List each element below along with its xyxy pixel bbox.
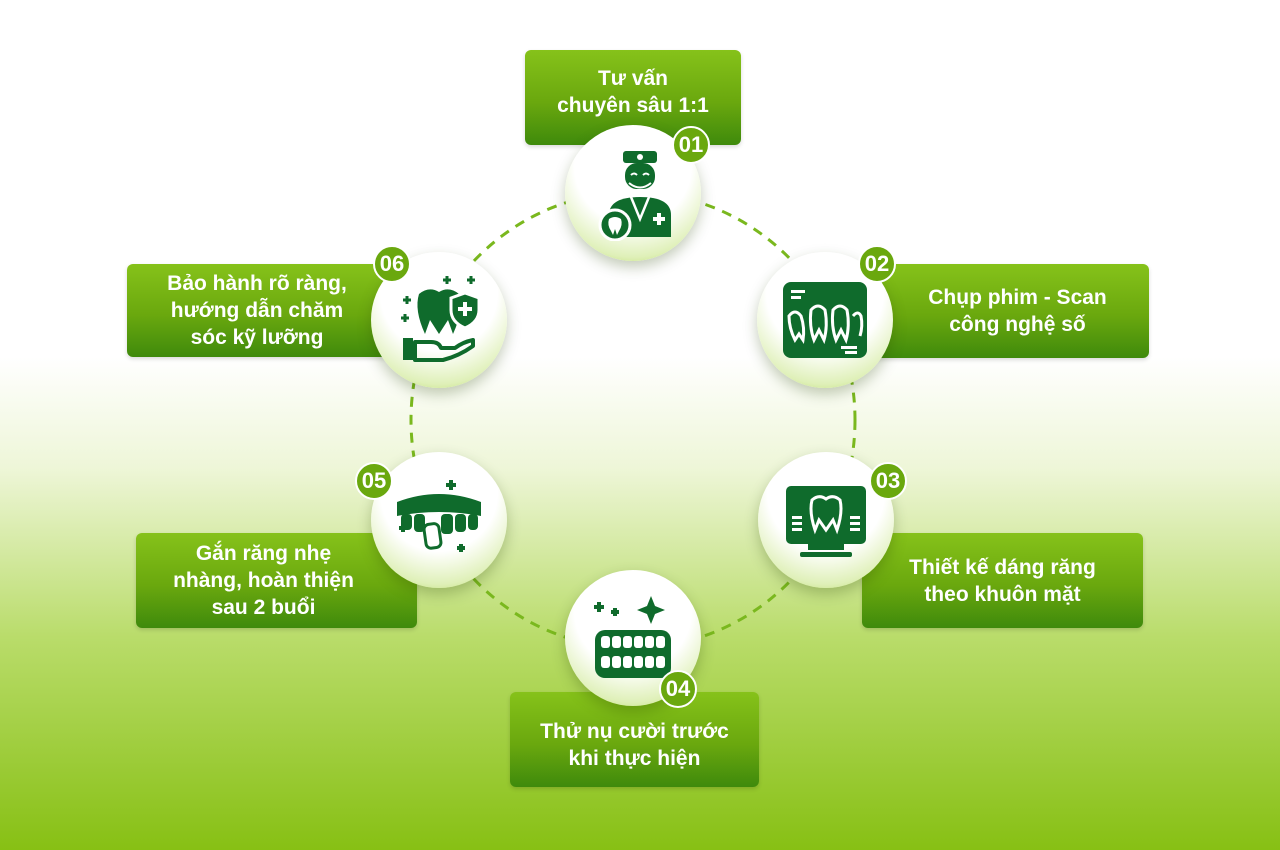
tooth-monitor-icon <box>786 486 866 557</box>
step-5-node <box>371 452 507 588</box>
step-6-label: Bảo hành rõ ràng, hướng dẫn chăm sóc kỹ … <box>127 264 409 357</box>
denture-sparkle-icon <box>594 596 671 678</box>
step-4-label: Thử nụ cười trước khi thực hiện <box>510 692 759 787</box>
step-5-label: Gắn răng nhẹ nhàng, hoàn thiện sau 2 buổ… <box>136 533 417 628</box>
step-1-number: 01 <box>672 126 710 164</box>
step-6-node <box>371 252 507 388</box>
step-3-number: 03 <box>869 462 907 500</box>
dentist-icon <box>598 151 671 241</box>
step-3-label: Thiết kế dáng răng theo khuôn mặt <box>862 533 1143 628</box>
veneer-teeth-icon <box>397 480 481 552</box>
step-5-number: 05 <box>355 462 393 500</box>
tooth-shield-hand-icon <box>401 276 481 362</box>
step-2-label: Chụp phim - Scan công nghệ số <box>860 264 1149 358</box>
step-2-number: 02 <box>858 245 896 283</box>
xray-teeth-icon <box>783 282 867 358</box>
step-1-node <box>565 125 701 261</box>
step-6-number: 06 <box>373 245 411 283</box>
step-4-number: 04 <box>659 670 697 708</box>
